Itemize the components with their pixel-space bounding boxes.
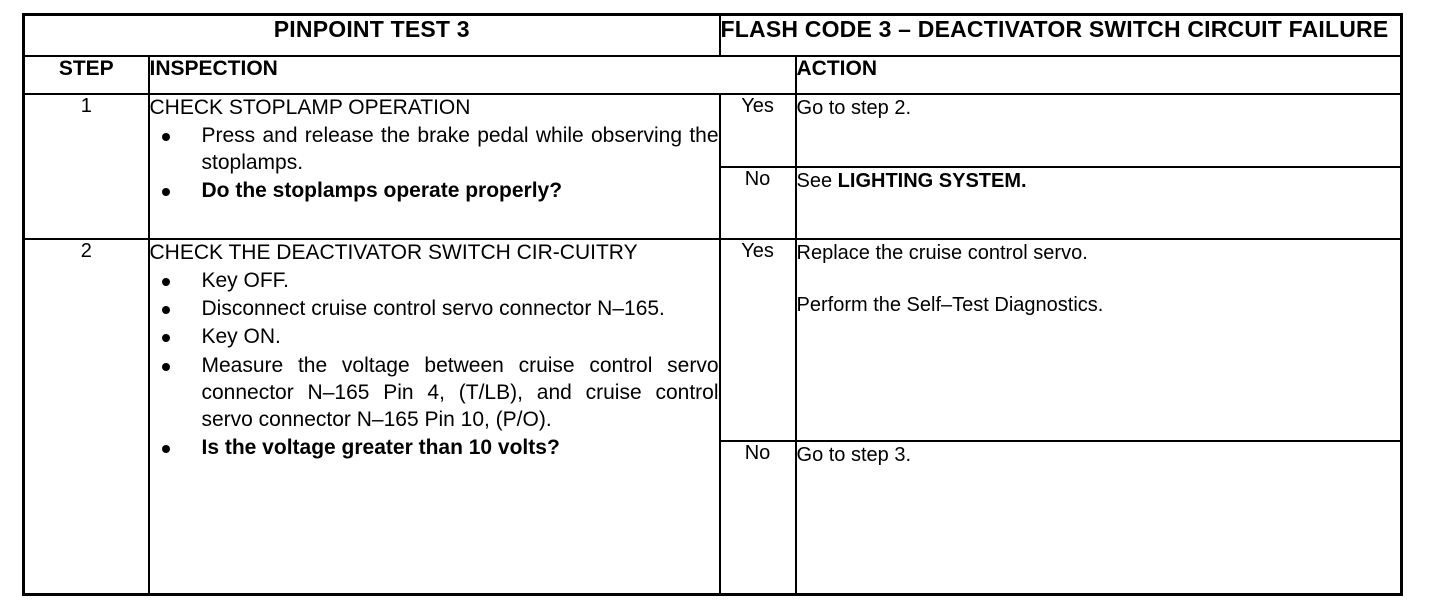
table-header-row: STEP INSPECTION ACTION (22, 55, 1403, 95)
column-header-step: STEP (22, 55, 150, 95)
column-header-inspection: INSPECTION (147, 55, 797, 95)
bullet-text: Press and release the brake pedal while … (201, 123, 719, 174)
bullet-text: Key ON. (201, 325, 281, 349)
action-cell: See LIGHTING SYSTEM. (794, 166, 1403, 240)
action-reference: LIGHTING SYSTEM. (837, 170, 1027, 192)
action-text-main: Perform the Self–Test Diagnostics. (796, 294, 1104, 317)
table-row: No Go to step 3. (24, 440, 1403, 596)
table-row: 2 CHECK THE DEACTIVATOR SWITCH CIR-CUITR… (22, 238, 1403, 596)
pinpoint-test-table: PINPOINT TEST 3 FLASH CODE 3 – DEACTIVAT… (22, 13, 1404, 596)
list-item: Key OFF. (150, 267, 719, 294)
inspection-cell: CHECK STOPLAMP OPERATION Press and relea… (147, 93, 721, 240)
inspection-title: CHECK THE DEACTIVATOR SWITCH CIR-CUITRY (149, 241, 638, 264)
action-text: See LIGHTING SYSTEM. (797, 168, 1401, 194)
bullet-text: Disconnect cruise control servo connecto… (201, 296, 665, 320)
bullet-text: Key OFF. (201, 268, 290, 292)
action-text-main: Go to step 3. (796, 444, 912, 466)
inspection-bullet-list: Key OFF. Disconnect cruise control servo… (150, 267, 719, 462)
bullet-text: Is the voltage greater than 10 volts? (201, 436, 560, 460)
table-row: 1 CHECK STOPLAMP OPERATION Press and rel… (22, 93, 1403, 240)
result-label-no: No (718, 440, 797, 596)
table-title-row: PINPOINT TEST 3 FLASH CODE 3 – DEACTIVAT… (22, 13, 1403, 57)
pinpoint-test-label: PINPOINT TEST 3 (22, 13, 721, 57)
bullet-text: Measure the voltage between cruise contr… (201, 353, 719, 432)
action-cell: Go to step 2. (794, 93, 1403, 168)
result-label-yes: Yes (718, 238, 797, 442)
action-text-main: See (796, 170, 838, 192)
list-item: Measure the voltage between cruise contr… (150, 352, 719, 434)
action-text: Replace the cruise control servo. (797, 240, 1401, 266)
inspection-cell: CHECK THE DEACTIVATOR SWITCH CIR-CUITRY … (147, 238, 721, 596)
step-number: 2 (22, 238, 150, 596)
list-item: Press and release the brake pedal while … (150, 122, 719, 177)
action-text-secondary: Perform the Self–Test Diagnostics. (797, 292, 1401, 318)
list-item: Key ON. (150, 323, 719, 350)
action-text: Go to step 2. (797, 95, 1401, 121)
inspection-title: CHECK STOPLAMP OPERATION (149, 96, 471, 119)
action-text-main: Replace the cruise control servo. (796, 242, 1088, 264)
action-cell: Go to step 3. (794, 440, 1403, 596)
column-header-action: ACTION (794, 55, 1403, 95)
action-cell: Replace the cruise control servo. Perfor… (794, 238, 1403, 442)
flash-code-title: FLASH CODE 3 – DEACTIVATOR SWITCH CIRCUI… (718, 13, 1403, 57)
bullet-text: Do the stoplamps operate properly? (201, 179, 563, 203)
action-text: Go to step 3. (797, 442, 1401, 468)
result-label-no: No (718, 166, 797, 240)
step-number: 1 (22, 93, 150, 240)
result-label-yes: Yes (718, 93, 797, 168)
list-item: Do the stoplamps operate properly? (150, 177, 719, 204)
list-item: Disconnect cruise control servo connecto… (150, 295, 719, 322)
table-row: No See LIGHTING SYSTEM. (24, 166, 1403, 240)
list-item: Is the voltage greater than 10 volts? (150, 434, 719, 461)
action-text-main: Go to step 2. (796, 97, 912, 119)
inspection-bullet-list: Press and release the brake pedal while … (150, 122, 719, 205)
